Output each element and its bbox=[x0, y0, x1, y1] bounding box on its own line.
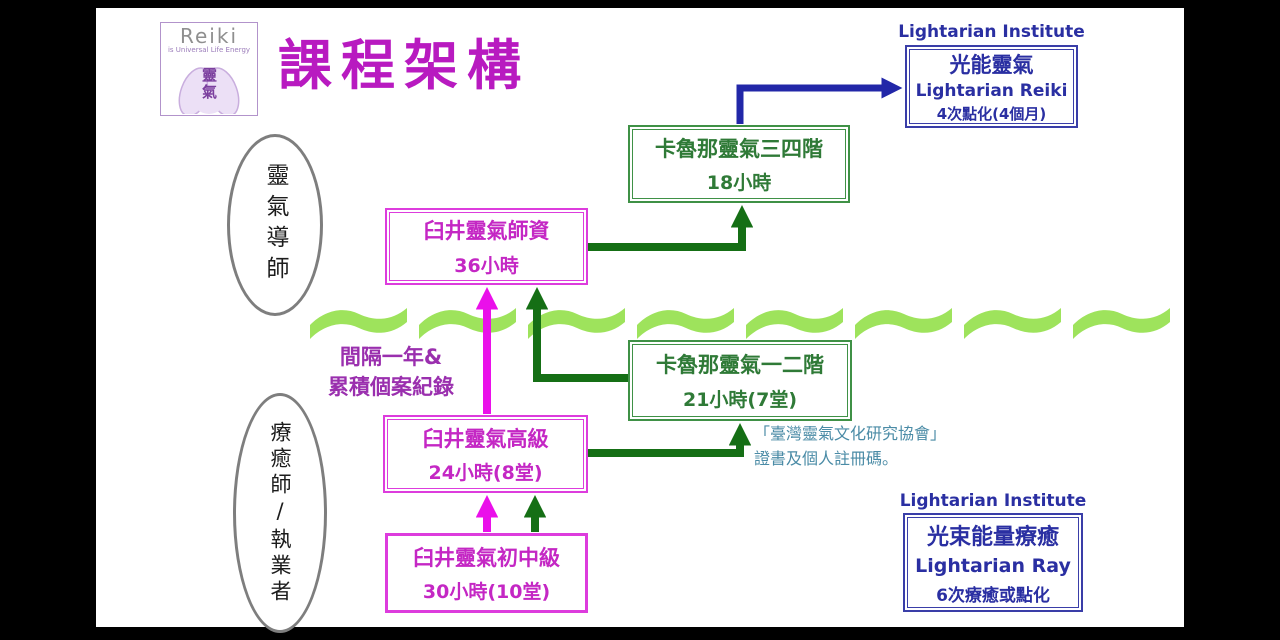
course-box-usui-master: 臼井靈氣師資 36小時 bbox=[385, 208, 588, 285]
course-detail: 4次點化(4個月) bbox=[936, 105, 1047, 123]
logo-brand-text: Reiki bbox=[180, 24, 238, 48]
arrow-karuna12-to-master bbox=[525, 287, 628, 382]
course-subtitle: Lightarian Reiki bbox=[915, 81, 1068, 101]
role-label: 療癒師/執業者 bbox=[268, 420, 292, 606]
course-title: 臼井靈氣高級 bbox=[422, 426, 549, 451]
institute-label-top: Lightarian Institute bbox=[898, 22, 1085, 42]
course-title: 臼井靈氣初中級 bbox=[413, 545, 560, 570]
course-box-usui-basic: 臼井靈氣初中級 30小時(10堂) bbox=[385, 533, 588, 613]
course-title: 臼井靈氣師資 bbox=[423, 219, 550, 244]
hands-icon: 靈氣 bbox=[161, 54, 257, 114]
certificate-note: 「臺灣靈氣文化研究協會」 證書及個人註冊碼。 bbox=[754, 421, 1004, 471]
course-box-lightarian-reiki: 光能靈氣 Lightarian Reiki 4次點化(4個月) bbox=[905, 45, 1078, 128]
course-hours: 30小時(10堂) bbox=[422, 581, 551, 604]
course-hours: 36小時 bbox=[454, 254, 519, 277]
role-oval-reiki-master: 靈氣導師 bbox=[227, 134, 323, 316]
arrow-master-to-karuna34 bbox=[588, 205, 754, 251]
course-box-usui-advanced: 臼井靈氣高級 24小時(8堂) bbox=[383, 415, 588, 493]
course-box-karuna-3-4: 卡魯那靈氣三四階 18小時 bbox=[628, 125, 850, 203]
course-title: 卡魯那靈氣三四階 bbox=[655, 136, 823, 161]
certificate-note-line2: 證書及個人註冊碼。 bbox=[754, 449, 899, 468]
interval-note-line1: 間隔一年& bbox=[339, 345, 443, 369]
course-box-lightarian-ray: 光束能量療癒 Lightarian Ray 6次療癒或點化 bbox=[903, 513, 1083, 612]
logo-tagline-text: is Universal Life Energy bbox=[167, 46, 251, 54]
arrow-advanced-to-karuna12 bbox=[588, 423, 752, 457]
role-label: 靈氣導師 bbox=[262, 163, 288, 287]
slide: Reiki is Universal Life Energy 靈氣 課程架構 靈… bbox=[96, 8, 1184, 633]
wavy-divider bbox=[310, 308, 1170, 339]
course-title: 卡魯那靈氣一二階 bbox=[656, 352, 824, 377]
course-box-karuna-1-2: 卡魯那靈氣一二階 21小時(7堂) bbox=[628, 340, 852, 421]
course-title: 光能靈氣 bbox=[949, 53, 1034, 77]
interval-note-line2: 累積個案紀錄 bbox=[328, 375, 454, 399]
interval-note: 間隔一年& 累積個案紀錄 bbox=[306, 342, 476, 402]
institute-label-bottom: Lightarian Institute bbox=[899, 491, 1087, 511]
arrow-karuna34-to-lightarian-reiki bbox=[736, 77, 903, 124]
role-oval-practitioner: 療癒師/執業者 bbox=[233, 393, 327, 633]
logo-kanji-text: 靈氣 bbox=[200, 67, 218, 101]
page-title: 課程架構 bbox=[278, 34, 530, 97]
course-detail: 6次療癒或點化 bbox=[936, 586, 1050, 606]
course-title: 光束能量療癒 bbox=[926, 525, 1059, 550]
certificate-note-line1: 「臺灣靈氣文化研究協會」 bbox=[754, 424, 947, 443]
course-hours: 21小時(7堂) bbox=[682, 389, 798, 412]
reiki-logo: Reiki is Universal Life Energy 靈氣 bbox=[160, 22, 258, 116]
course-hours: 18小時 bbox=[706, 172, 772, 195]
course-subtitle: Lightarian Ray bbox=[915, 555, 1071, 577]
course-hours: 24小時(8堂) bbox=[428, 462, 543, 485]
